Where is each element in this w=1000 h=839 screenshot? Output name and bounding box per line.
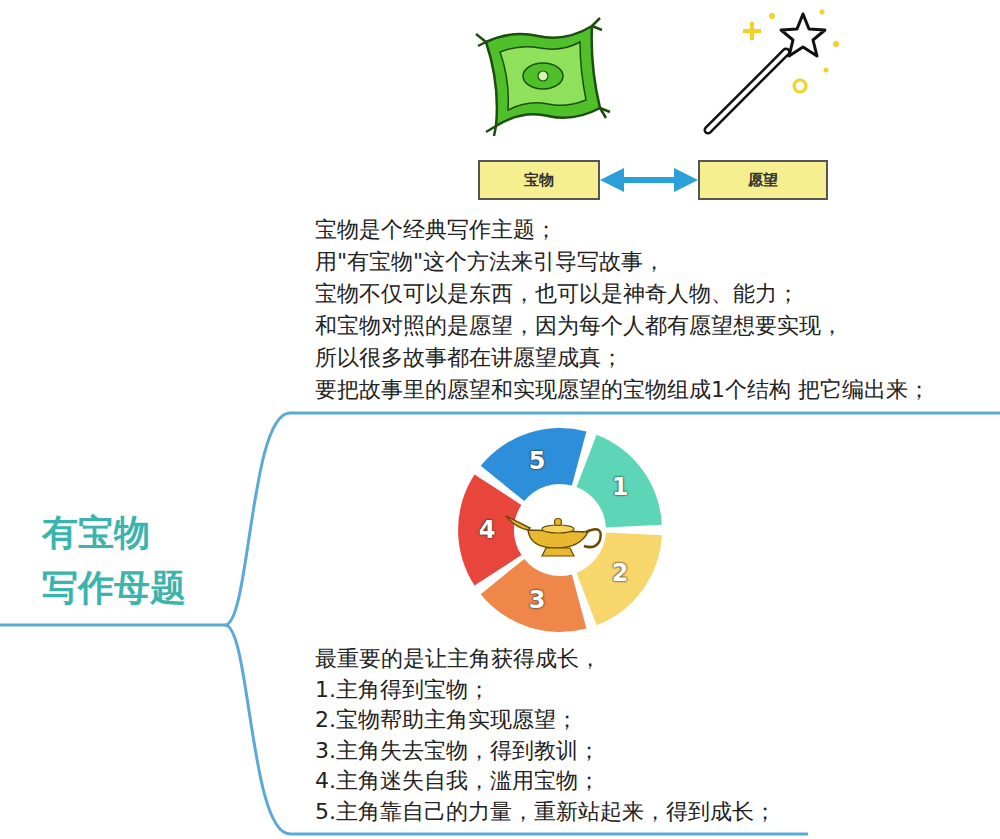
note-text: 和宝物对照的是愿望，因为每个人都有愿望想要实现， <box>315 310 843 341</box>
callout-number: 5 <box>529 447 546 475</box>
wand-stick <box>708 52 786 130</box>
carpet-pattern <box>500 42 586 110</box>
callout-number: 4 <box>479 516 496 544</box>
callout-number: 3 <box>529 586 546 614</box>
note-text: 5.主角靠自己的力量，重新站起来，得到成长； <box>315 796 776 827</box>
wand-icon <box>708 10 839 131</box>
note-text: 4.主角迷失自我，滥用宝物； <box>315 765 600 796</box>
ring-segment <box>481 428 587 501</box>
concept-box: 宝物 <box>478 160 600 200</box>
ring-segment <box>577 435 662 528</box>
note-text: 要把故事里的愿望和实现愿望的宝物组成1个结构 把它编出来； <box>315 374 930 405</box>
cycle-ring <box>458 428 662 632</box>
note-text: 宝物不仅可以是东西，也可以是神奇人物、能力； <box>315 278 799 309</box>
wand-stick <box>708 52 786 130</box>
sparkle <box>820 10 825 15</box>
lamp-handle <box>584 529 601 547</box>
concept-box: 愿望 <box>698 160 828 200</box>
carpet-ornament <box>523 63 563 89</box>
carpet-ornament <box>538 71 548 81</box>
note-text: 2.宝物帮助主角实现愿望； <box>315 704 578 735</box>
lamp-icon <box>506 516 601 556</box>
carpet-icon <box>476 18 610 136</box>
lamp-knob <box>555 519 562 526</box>
note-text: 最重要的是让主角获得成长， <box>315 643 601 674</box>
sparkle <box>769 13 775 19</box>
note-text: 3.主角失去宝物，得到教训； <box>315 735 600 766</box>
wand-star <box>781 14 825 56</box>
sparkle <box>824 68 829 73</box>
note-text: 所以很多故事都在讲愿望成真； <box>315 342 623 373</box>
carpet-tassel <box>476 18 610 136</box>
lamp-lid <box>542 525 574 533</box>
callout-number: 2 <box>612 559 629 587</box>
box-label: 宝物 <box>524 171 554 190</box>
sparkle <box>794 80 806 92</box>
topic-title: 有宝物 写作母题 <box>42 505 212 615</box>
box-label: 愿望 <box>748 171 778 190</box>
sparkle <box>833 41 839 47</box>
sparkle <box>743 22 761 40</box>
note-text: 宝物是个经典写作主题； <box>315 214 557 245</box>
note-text: 1.主角得到宝物； <box>315 674 490 705</box>
bracket-line <box>225 625 808 834</box>
callout-number: 1 <box>612 473 629 501</box>
lamp-base <box>542 548 574 556</box>
note-text: 用"有宝物"这个方法来引导写故事， <box>315 246 665 277</box>
double-arrow <box>606 177 692 183</box>
ring-segment <box>458 475 521 586</box>
carpet <box>486 26 600 126</box>
lamp-spout <box>506 516 530 530</box>
